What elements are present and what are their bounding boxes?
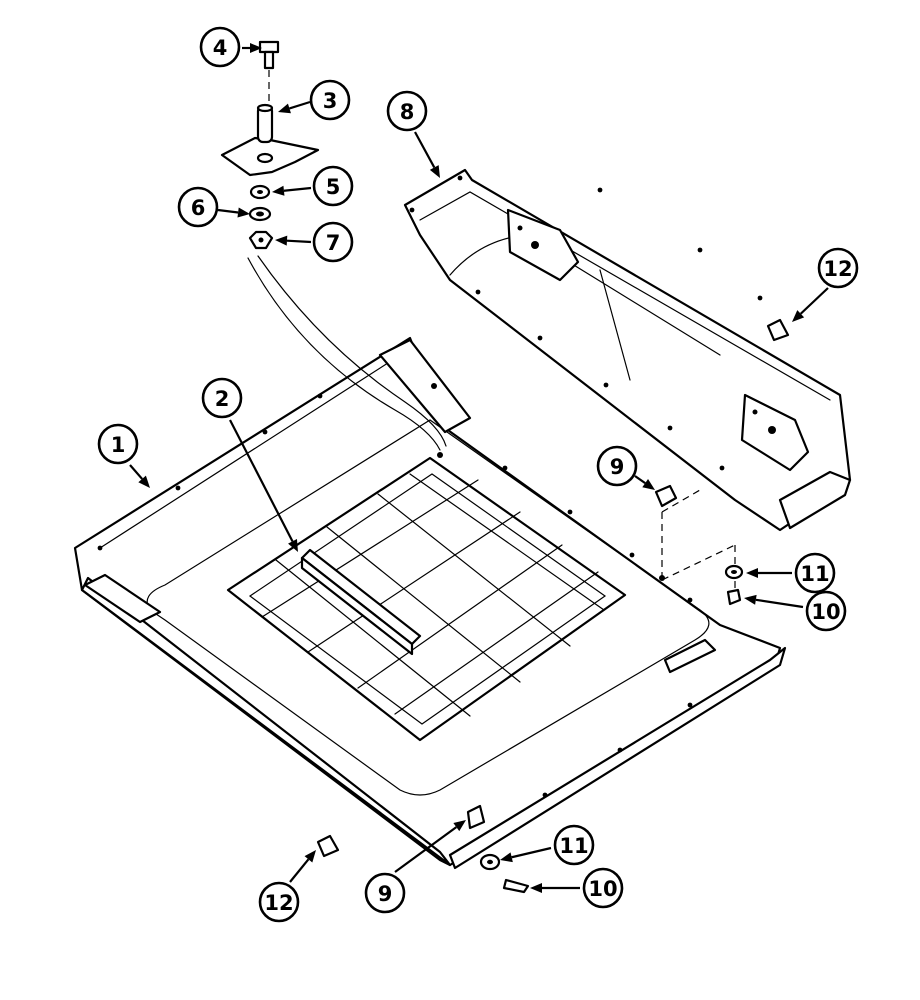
callout-11-10: 11 — [746, 552, 836, 594]
callout-number: 9 — [610, 455, 625, 479]
callout-number: 1 — [111, 433, 126, 457]
callout-leader-line — [289, 100, 311, 110]
bolt — [258, 40, 280, 102]
callout-leader-line — [283, 186, 312, 192]
callout-circle — [258, 881, 300, 923]
callout-number: 10 — [588, 877, 617, 901]
callout-arrowhead — [304, 850, 316, 863]
callout-arrowhead — [744, 594, 757, 605]
callout-leader-line — [229, 419, 294, 542]
support-grid — [226, 456, 627, 742]
callout-number: 6 — [191, 196, 206, 220]
callout-circle — [817, 247, 859, 289]
callout-circle — [553, 824, 595, 866]
callout-circle — [596, 445, 638, 487]
callout-4-3: 4 — [199, 26, 262, 68]
callout-10-9: 10 — [744, 590, 847, 632]
callout-number: 8 — [400, 100, 415, 124]
callout-number: 2 — [215, 387, 230, 411]
callout-circle — [312, 165, 354, 207]
callout-number: 5 — [326, 175, 341, 199]
callout-arrowhead — [530, 883, 542, 893]
callout-number: 12 — [823, 257, 852, 281]
callout-9-8: 9 — [596, 445, 655, 490]
callout-number: 9 — [378, 882, 393, 906]
washer-11-upper — [724, 564, 744, 580]
callout-9-12: 9 — [364, 820, 466, 914]
support-bar — [300, 548, 422, 656]
callout-5-4: 5 — [272, 165, 354, 207]
callout-leader-line — [511, 846, 552, 859]
callout-number: 12 — [264, 891, 293, 915]
callout-arrowhead — [138, 475, 150, 488]
screw-10-upper — [726, 588, 742, 606]
callout-circle — [199, 26, 241, 68]
callout-leader-line — [799, 287, 829, 315]
callout-1-0: 1 — [97, 423, 150, 488]
callout-arrowhead — [453, 820, 466, 832]
callout-circle — [386, 90, 428, 132]
nut-7 — [248, 230, 274, 250]
callout-circle — [201, 377, 243, 419]
callout-arrowhead — [500, 852, 513, 863]
callout-arrowhead — [792, 310, 805, 322]
callout-12-11: 12 — [792, 247, 859, 322]
callout-circle — [582, 867, 624, 909]
callout-leader-line — [129, 464, 143, 480]
callout-circle — [805, 590, 847, 632]
callout-number: 10 — [811, 600, 840, 624]
callout-arrowhead — [250, 43, 262, 53]
callout-arrowhead — [288, 539, 298, 552]
callout-leader-line — [217, 208, 239, 214]
callout-12-15: 12 — [258, 850, 316, 923]
callout-8-7: 8 — [386, 90, 440, 178]
callout-circle — [309, 79, 351, 121]
callout-arrowhead — [278, 103, 291, 114]
callout-arrowhead — [642, 479, 655, 490]
callout-circle — [97, 423, 139, 465]
callout-leader-line — [394, 826, 457, 873]
clip-9-upper — [654, 484, 678, 508]
callout-leader-line — [755, 598, 804, 609]
mounting-bracket — [220, 103, 320, 177]
callout-number: 3 — [323, 89, 338, 113]
callout-arrowhead — [272, 185, 285, 196]
clip-12-upper — [766, 318, 790, 342]
callout-arrowhead — [429, 165, 440, 178]
callout-arrowhead — [237, 207, 250, 218]
callout-circle — [794, 552, 836, 594]
clip-9-lower — [466, 804, 486, 830]
callout-number: 4 — [213, 36, 228, 60]
screw-10-lower — [502, 878, 530, 894]
flex-line — [247, 255, 447, 451]
washer-5 — [249, 184, 271, 200]
washer-11-lower — [479, 853, 501, 871]
callout-leader-line — [289, 858, 310, 883]
callout-leader-line — [286, 239, 312, 244]
callout-11-14: 11 — [500, 824, 595, 866]
callout-leader-line — [634, 475, 646, 485]
callout-arrowhead — [746, 568, 758, 578]
callout-arrowhead — [275, 235, 288, 246]
callout-circle — [312, 221, 354, 263]
callout-2-1: 2 — [201, 377, 298, 552]
callout-number: 11 — [800, 562, 829, 586]
burner-cover — [403, 168, 852, 532]
callout-number: 7 — [326, 231, 341, 255]
callout-circle — [364, 872, 406, 914]
callout-circle — [177, 186, 219, 228]
callout-7-6: 7 — [275, 221, 354, 263]
callout-6-5: 6 — [177, 186, 250, 228]
callout-3-2: 3 — [278, 79, 351, 121]
callout-10-13: 10 — [530, 867, 624, 909]
lock-washer-6 — [248, 206, 272, 222]
callout-number: 11 — [559, 834, 588, 858]
clip-12-lower — [316, 834, 340, 858]
callout-leader-line — [414, 131, 436, 168]
